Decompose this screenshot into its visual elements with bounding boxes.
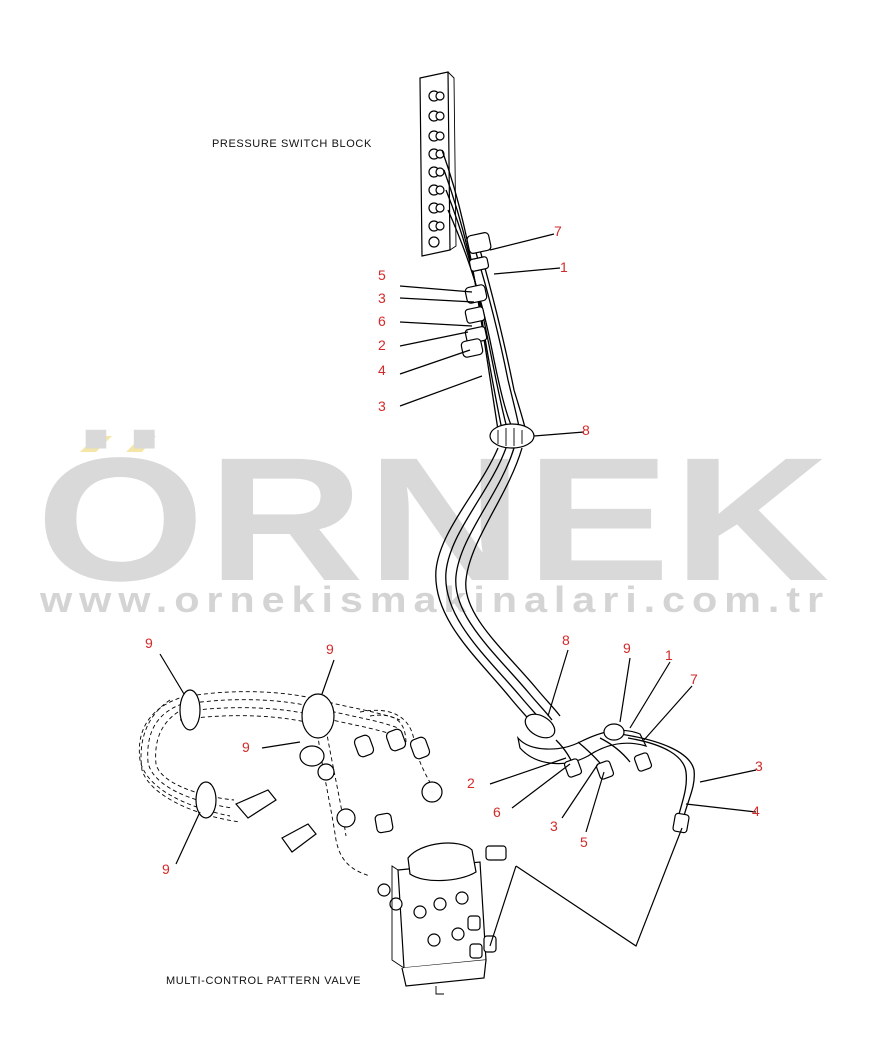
callout-9-harness-bottom: 9 (162, 861, 170, 877)
watermark-accent-right (126, 436, 156, 452)
caption-pressure-switch-block: PRESSURE SWITCH BLOCK (212, 138, 372, 150)
callout-5-left: 5 (378, 267, 386, 283)
clamp-upper (489, 423, 535, 449)
valve-boss (485, 845, 507, 861)
harness-clamp-3 (195, 781, 217, 819)
valve-base (401, 959, 487, 987)
callout-4-right: 4 (752, 803, 760, 819)
callout-1-top: 1 (560, 259, 568, 275)
callout-7-top: 7 (554, 223, 562, 239)
callout-9-right: 9 (623, 640, 631, 656)
harness-clamp-2 (301, 693, 335, 739)
multi-control-valve (377, 842, 507, 995)
connection-lines (515, 827, 683, 947)
callout-6-left: 6 (378, 313, 386, 329)
callout-3-left-b: 3 (378, 398, 386, 414)
callout-1-right: 1 (665, 647, 673, 663)
caption-multi-control-pattern-valve: MULTI-CONTROL PATTERN VALVE (166, 975, 361, 987)
callout-labels: 7 1 5 3 6 2 4 3 8 8 9 1 7 3 4 2 6 3 5 9 … (145, 223, 763, 877)
leader-lines (159, 233, 757, 865)
harness-fittings (235, 728, 443, 853)
clamp-right (603, 723, 625, 741)
long-hose-run (435, 447, 561, 729)
pressure-switch-block (419, 71, 457, 257)
callout-7-right: 7 (690, 671, 698, 687)
watermark-brand: ÖRNEK (36, 422, 832, 618)
callout-3-right: 3 (755, 758, 763, 774)
watermark: ÖRNEK www.ornekismakinalari.com.tr (36, 422, 832, 620)
callout-2-left: 2 (378, 337, 386, 353)
harness-clamp-4 (299, 745, 325, 767)
harness-clamp-1 (179, 689, 201, 731)
watermark-url: www.ornekismakinalari.com.tr (39, 579, 830, 620)
callout-9-harness-top-left: 9 (145, 635, 153, 651)
lower-branch (516, 713, 695, 834)
valve-top (407, 842, 477, 882)
callout-9-harness-top-mid: 9 (326, 641, 334, 657)
callout-8-lower: 8 (562, 632, 570, 648)
callout-8-upper: 8 (582, 422, 590, 438)
upper-hose-bundle (441, 149, 535, 449)
hose-harness (138, 689, 443, 877)
clamp-lower (524, 713, 556, 739)
watermark-accent-left (80, 436, 112, 452)
callout-9-harness-mid: 9 (242, 739, 250, 755)
callout-4-left: 4 (378, 362, 386, 378)
switch-block-side (447, 71, 457, 251)
callout-2-low: 2 (467, 775, 475, 791)
hose-ends-lower (563, 752, 690, 834)
callout-3-left-a: 3 (378, 290, 386, 306)
switch-ports (428, 90, 445, 248)
hose-fittings-upper (460, 232, 492, 358)
callout-5-low: 5 (580, 834, 588, 850)
callout-6-low: 6 (493, 804, 501, 820)
callout-3-low: 3 (550, 818, 558, 834)
